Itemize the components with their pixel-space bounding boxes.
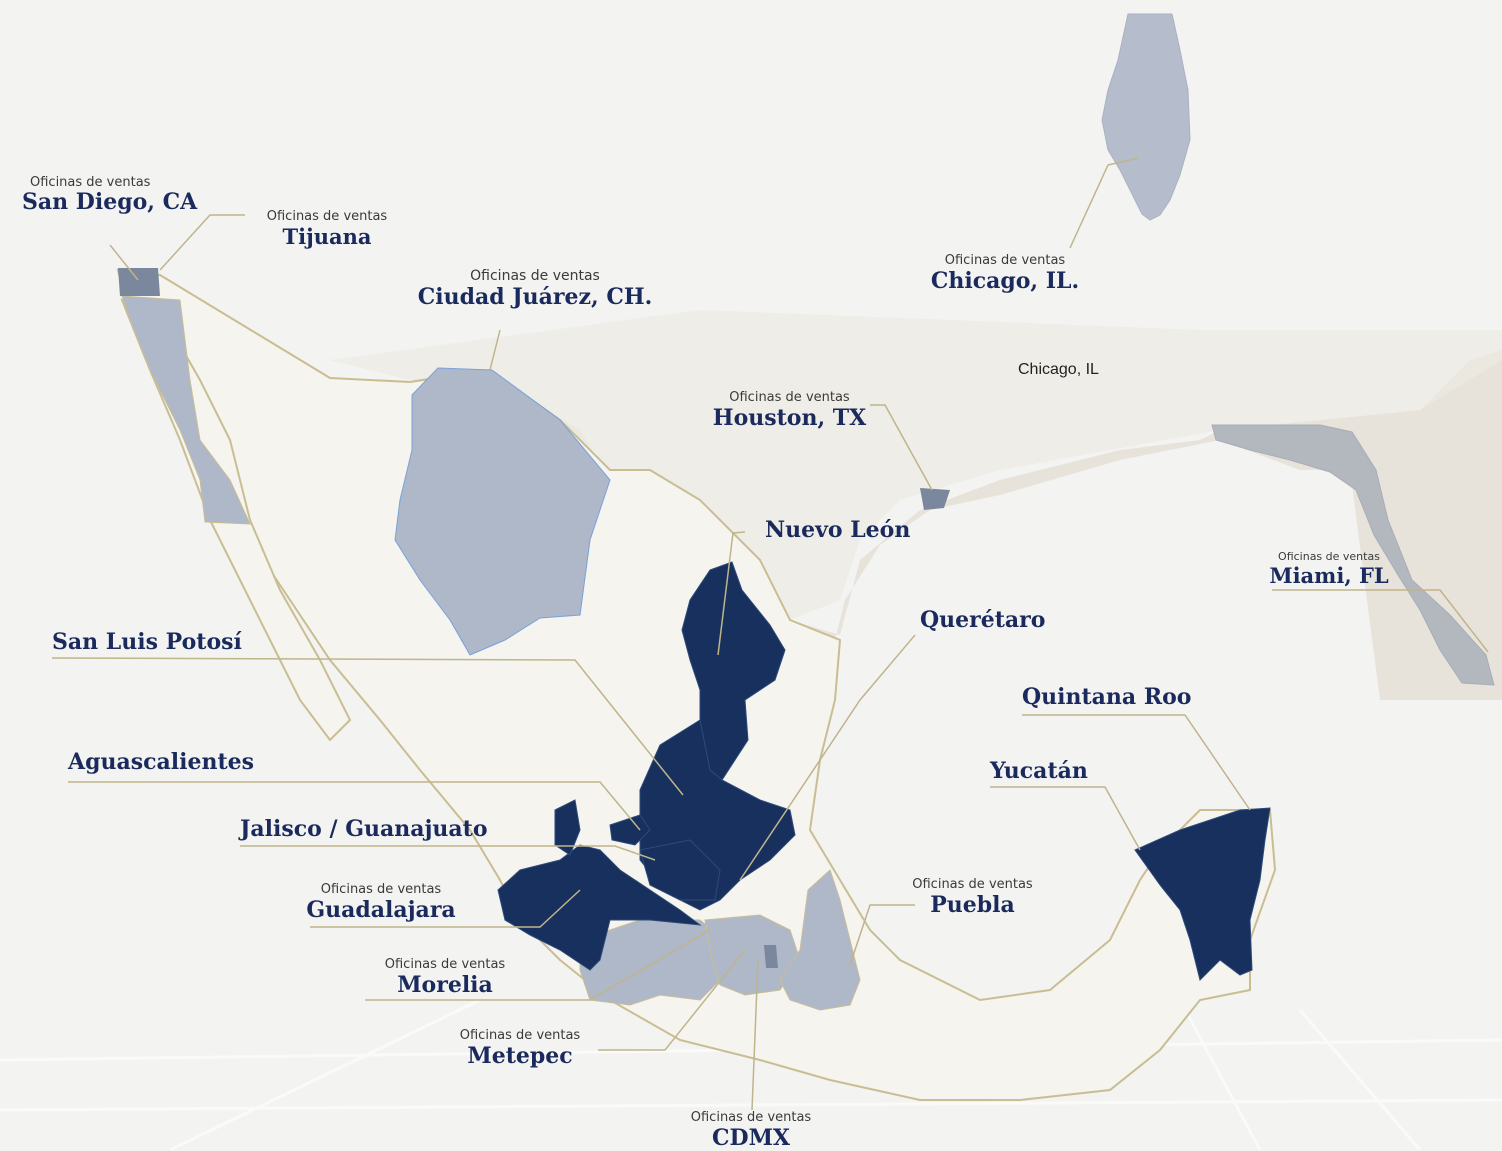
label-name: Puebla [930,892,1015,918]
highlighted-states [497,561,1271,981]
label-name: CDMX [711,1125,790,1151]
label-subtitle: Oficinas de ventas [470,268,600,284]
label-name: Chicago, IL. [930,268,1080,294]
label-yucatan: Yucatán [990,758,1088,784]
label-subtitle: Oficinas de ventas [30,175,151,190]
houston-marker [920,488,950,510]
label-subtitle: Oficinas de ventas [944,253,1066,268]
label-cdmx: Oficinas de ventas CDMX [676,1111,826,1149]
label-name: Miami, FL [1269,563,1389,588]
leader-lines [51,157,1489,1111]
label-morelia: Oficinas de ventas Morelia [370,958,520,996]
label-subtitle: Oficinas de ventas [1278,550,1380,563]
label-jalisco-guanajuato: Jalisco / Guanajuato [240,816,488,842]
label-name: Morelia [397,972,493,998]
chihuahua-state [394,367,611,656]
label-metepec: Oficinas de ventas Metepec [445,1029,595,1067]
label-name: Metepec [467,1043,573,1069]
florida-shape [1211,424,1495,686]
label-subtitle: Oficinas de ventas [384,957,506,972]
label-subtitle: Oficinas de ventas [912,877,1033,892]
label-miami: Oficinas de ventas Miami, FL [1266,551,1392,586]
label-san-luis-potosi: San Luis Potosí [52,629,242,655]
label-puebla: Oficinas de ventas Puebla [895,878,1050,916]
label-subtitle: Oficinas de ventas [729,390,850,405]
label-name: Guadalajara [306,897,456,923]
usa-upper-band [330,310,1502,620]
stray-chicago-label: Chicago, IL [1018,361,1099,378]
aguascalientes-shape [609,814,651,846]
label-tijuana: Oficinas de ventas Tijuana [252,210,402,247]
label-subtitle: Oficinas de ventas [690,1110,812,1125]
label-chicago: Oficinas de ventas Chicago, IL. [920,254,1090,292]
label-subtitle: Oficinas de ventas [320,882,442,897]
nayarit-shape [554,799,581,856]
nuevo-leon-shape [681,561,786,781]
baja-north-state [121,295,251,525]
label-houston: Oficinas de ventas Houston, TX [712,391,867,429]
label-subtitle: Oficinas de ventas [459,1028,581,1043]
label-queretaro: Querétaro [920,607,1046,633]
cdmx-marker [764,945,778,968]
label-aguascalientes: Aguascalientes [68,749,254,775]
jalisco-shape [497,844,702,971]
label-san-diego: Oficinas de ventas San Diego, CA [22,176,197,213]
illinois-shape [1101,13,1191,221]
label-name: Houston, TX [712,405,867,431]
puebla-state [779,869,861,1011]
label-name: Ciudad Juárez, CH. [417,284,653,310]
label-ciudad-juarez: Oficinas de ventas Ciudad Juárez, CH. [410,269,660,308]
label-name: Tijuana [282,224,372,249]
label-name: San Diego, CA [22,189,198,215]
tijuana-marker [118,268,160,296]
label-guadalajara: Oficinas de ventas Guadalajara [306,883,456,921]
label-quintana-roo: Quintana Roo [1022,684,1192,710]
guanajuato-shape [639,839,721,901]
edomex-state [704,914,801,996]
label-subtitle: Oficinas de ventas [266,209,388,224]
label-nuevo-leon: Nuevo León [765,517,911,543]
